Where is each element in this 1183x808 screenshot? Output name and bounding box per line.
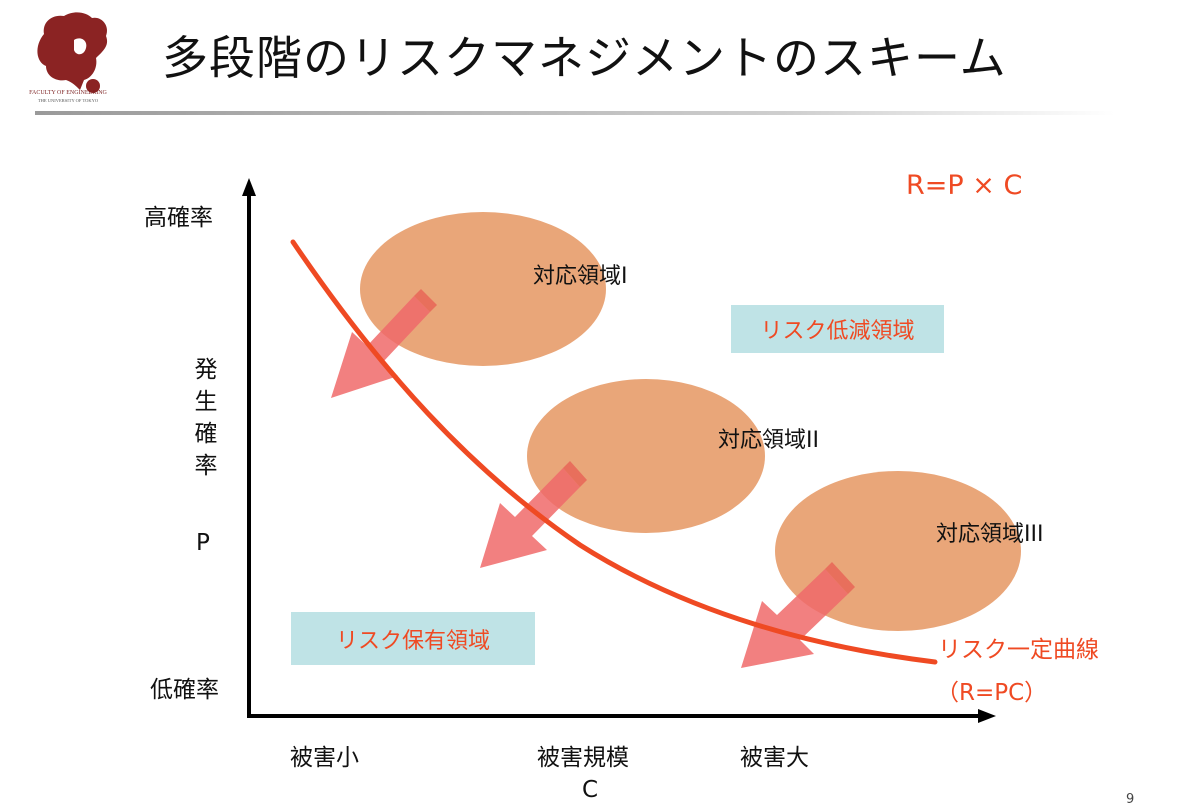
x-axis-symbol: C	[582, 777, 599, 803]
x-axis-label-high: 被害大	[740, 745, 809, 771]
logo-caption-main: FACULTY OF ENGINEERING	[29, 90, 107, 96]
risk-retention-zone-label: リスク保有領域	[335, 628, 490, 654]
iso-risk-curve	[290, 239, 938, 665]
y-axis-title-char: 確	[194, 421, 218, 447]
logo-mark	[37, 12, 108, 91]
y-axis-title: 発 生 確 率	[192, 354, 220, 482]
x-axis-arrowhead	[978, 709, 996, 723]
y-axis-arrowhead	[242, 178, 256, 196]
reduction-arrow-3	[741, 562, 855, 668]
y-axis-symbol: P	[196, 530, 210, 556]
logo-caption-sub: THE UNIVERSITY OF TOKYO	[37, 98, 99, 103]
logo-caption: FACULTY OF ENGINEERING THE UNIVERSITY OF…	[18, 90, 118, 104]
response-region-3-label: 対応領域III	[936, 522, 1044, 547]
response-region-1-label: 対応領域I	[533, 264, 628, 289]
formula-label: R=P × C	[906, 170, 1023, 201]
risk-reduction-zone-label: リスク低減領域	[760, 319, 915, 344]
response-region-1	[360, 212, 606, 366]
reduction-arrow-2	[480, 461, 587, 568]
y-axis-bottom-label: 低確率	[150, 677, 219, 703]
risk-retention-zone: リスク保有領域	[291, 612, 535, 665]
y-axis-title-char: 生	[194, 389, 218, 415]
curve-label: リスク一定曲線	[938, 637, 1099, 663]
x-axis-label-low: 被害小	[290, 745, 359, 771]
response-region-2	[527, 379, 765, 533]
logo-dot	[86, 79, 100, 93]
response-region-2-label: 対応領域II	[718, 428, 819, 453]
page-number: 9	[1126, 792, 1135, 807]
risk-reduction-zone: リスク低減領域	[731, 305, 944, 353]
curve-formula: （R=PC）	[936, 680, 1048, 706]
y-axis-title-char: 発	[194, 357, 218, 383]
title-underline	[35, 111, 1115, 115]
slide-title: 多段階のリスクマネジメントのスキーム	[162, 31, 1007, 85]
y-axis-top-label: 高確率	[144, 205, 213, 231]
x-axis-label-mid: 被害規模	[537, 745, 629, 771]
reduction-arrow-1	[331, 289, 437, 398]
university-logo	[37, 12, 108, 93]
y-axis-title-char: 率	[194, 453, 218, 479]
logo-cutout	[74, 38, 87, 55]
